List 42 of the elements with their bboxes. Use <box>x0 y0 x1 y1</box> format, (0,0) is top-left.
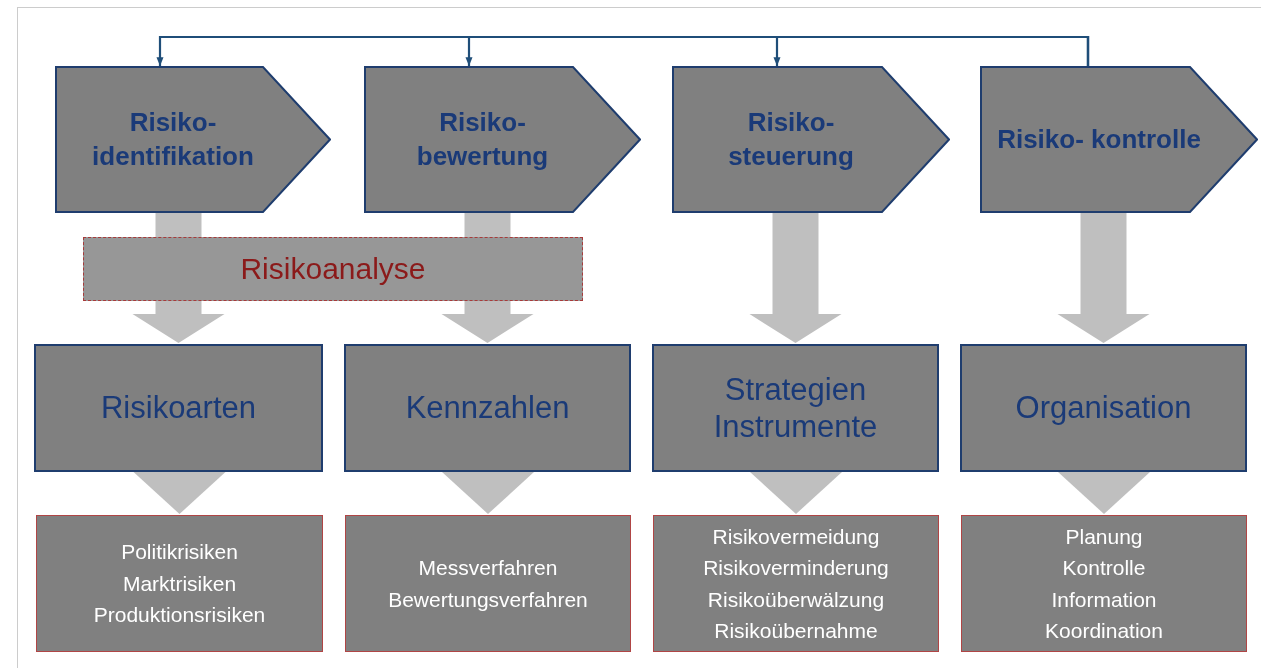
box-title: Risikoarten <box>99 389 258 427</box>
process-pentagon <box>672 66 950 213</box>
list-item: Bewertungsverfahren <box>388 586 588 613</box>
list-item: Risikoüberwälzung <box>707 586 885 613</box>
list-item: Koordination <box>1045 618 1163 644</box>
list-item: Kontrolle <box>1062 555 1146 581</box>
step-title: Risiko- identifikation <box>91 105 255 173</box>
detail-box <box>653 515 939 652</box>
detail-box <box>345 515 631 652</box>
list-item: Information <box>1051 586 1157 613</box>
box-title: Organisation <box>1014 389 1193 427</box>
block-arrow <box>1058 472 1150 514</box>
process-pentagon <box>980 66 1258 213</box>
list-item: Risikoverminderung <box>703 555 889 581</box>
step-title: Risiko- steuerung <box>727 105 855 173</box>
step-title: Risiko- kontrolle <box>996 122 1202 156</box>
feedback-arrow <box>773 35 1090 66</box>
group-label: Risikoanalyse <box>240 252 426 286</box>
box-title: Kennzahlen <box>404 389 571 427</box>
step-title: Risiko- bewertung <box>415 105 550 173</box>
block-arrow <box>442 472 534 514</box>
list-item: Produktionsrisiken <box>93 602 266 629</box>
process-pentagon <box>364 66 641 213</box>
dashed-box <box>83 237 583 301</box>
block-arrow <box>750 472 842 514</box>
block-arrow <box>133 472 226 514</box>
process-pentagon <box>55 66 331 213</box>
list-item: Planung <box>1065 523 1143 550</box>
list-item: Marktrisiken <box>122 570 237 597</box>
category-box <box>34 344 323 472</box>
category-box <box>960 344 1247 472</box>
block-arrow <box>749 213 842 343</box>
box-title: Strategien Instrumente <box>712 370 879 446</box>
list-item: Messverfahren <box>418 555 558 581</box>
list-item: Risikoübernahme <box>714 618 878 644</box>
detail-box <box>961 515 1247 652</box>
list-item: Risikovermeidung <box>712 523 880 550</box>
detail-box <box>36 515 323 652</box>
block-arrow <box>1057 213 1150 343</box>
category-box <box>652 344 939 472</box>
category-box <box>344 344 631 472</box>
list-item: Politikrisiken <box>121 539 238 566</box>
